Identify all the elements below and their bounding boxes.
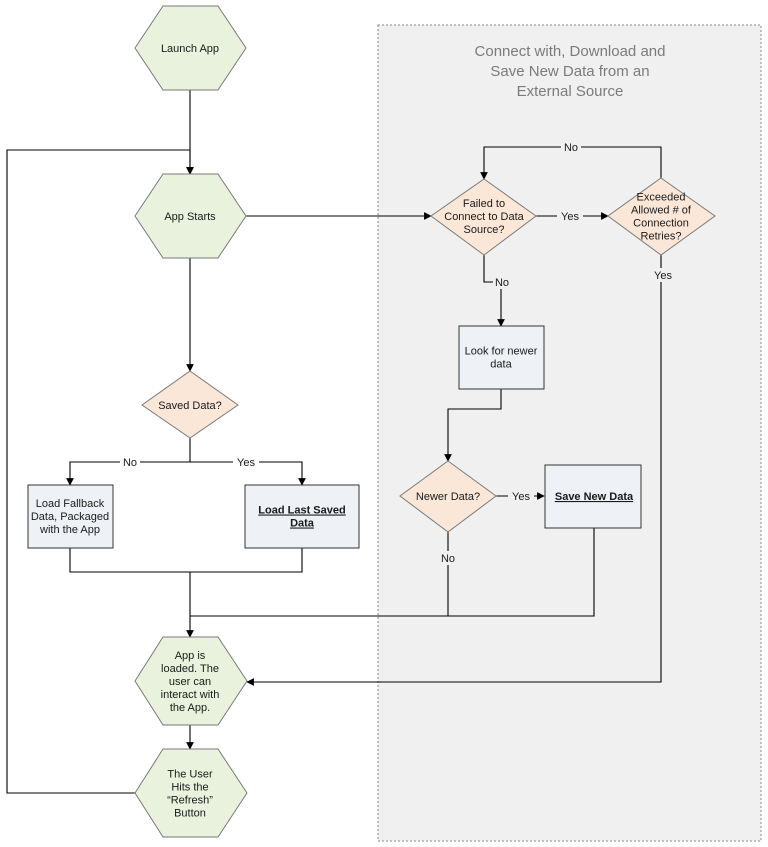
edge-look-to-newer: [444, 389, 502, 462]
exceeded-retries-label-line-4: Retries?: [641, 231, 682, 243]
newer-data-decision: [399, 460, 497, 533]
load-last-saved-label-line-2: Data: [290, 518, 315, 530]
edge-saved-yes: [190, 461, 306, 486]
shapes: [27, 5, 716, 838]
load-fallback-label-line-1: Load Fallback: [36, 498, 105, 510]
app-loaded-label-line-2: loaded. The: [161, 663, 219, 675]
edge-failed-no: [483, 255, 505, 327]
user-refresh-hexagon: [134, 748, 248, 838]
exceeded-retries-label-line-2: Allowed # of: [631, 205, 692, 217]
region-title-line-3: External Source: [517, 83, 624, 100]
saved-yes-label: Yes: [237, 457, 255, 469]
failed-no-label: No: [495, 277, 509, 289]
newer-yes-label: Yes: [512, 491, 530, 503]
region-title-line-2: Save New Data from an: [490, 63, 649, 80]
look-newer-label-line-1: Look for newer: [465, 346, 538, 358]
look-newer-process: [458, 325, 545, 390]
load-last-saved-process: [244, 484, 360, 549]
save-new-label-line-1: Save New Data: [555, 491, 634, 503]
saved-data-decision: [141, 370, 239, 439]
load-last-saved-label-line-1: Load Last Saved: [258, 505, 345, 517]
app-starts-hexagon: [134, 173, 247, 259]
launch-app-hexagon: [134, 5, 247, 91]
exceeded-yes-label: Yes: [654, 270, 672, 282]
newer-no-label: No: [441, 553, 455, 565]
user-refresh-label-line-2: Hits the: [171, 782, 208, 794]
load-fallback-label-line-3: with the App: [39, 524, 100, 536]
edge-exceeded-yes: [246, 255, 662, 686]
saved-no-label: No: [123, 457, 137, 469]
app-loaded-label-line-3: user can: [169, 676, 211, 688]
failed-connect-decision: [430, 178, 537, 256]
edge-labels: No Yes Yes No No Yes Yes No: [120, 140, 676, 565]
app-loaded-label-line-4: interact with: [161, 689, 220, 701]
exceeded-retries-decision: [607, 177, 716, 256]
app-loaded-label-line-1: App is: [175, 650, 206, 662]
failed-connect-label-line-1: Failed to: [463, 198, 505, 210]
look-newer-label-line-2: data: [490, 359, 512, 371]
exceeded-retries-label-line-1: Exceeded: [637, 192, 686, 204]
app-loaded-label-line-5: the App.: [170, 702, 210, 714]
user-refresh-label-line-1: The User: [167, 769, 213, 781]
edge-fallback-merge: [69, 548, 303, 573]
exceeded-no-label: No: [564, 142, 578, 154]
newer-data-label-line-1: Newer Data?: [416, 491, 480, 503]
save-new-process: [544, 464, 642, 529]
edge-refresh-loop: [6, 149, 194, 794]
load-fallback-process: [27, 484, 114, 549]
user-refresh-label-line-3: “Refresh”: [167, 795, 213, 807]
failed-connect-label-line-3: Source?: [464, 224, 505, 236]
saved-data-label-line-1: Saved Data?: [158, 400, 222, 412]
edge-save-to-loaded: [448, 528, 595, 617]
app-starts-label-line-1: App Starts: [164, 211, 216, 223]
failed-connect-label-line-2: Connect to Data: [444, 211, 524, 223]
launch-app-label-line-1: Launch App: [161, 43, 219, 55]
load-fallback-label-line-2: Data, Packaged: [31, 511, 109, 523]
external-source-region: [377, 24, 762, 842]
user-refresh-label-line-4: Button: [174, 808, 206, 820]
failed-yes-label: Yes: [561, 211, 579, 223]
region-title-line-1: Connect with, Download and: [475, 43, 666, 60]
connectors: [6, 90, 662, 794]
app-loaded-hexagon: [134, 636, 248, 726]
exceeded-retries-label-line-3: Connection: [633, 218, 689, 230]
